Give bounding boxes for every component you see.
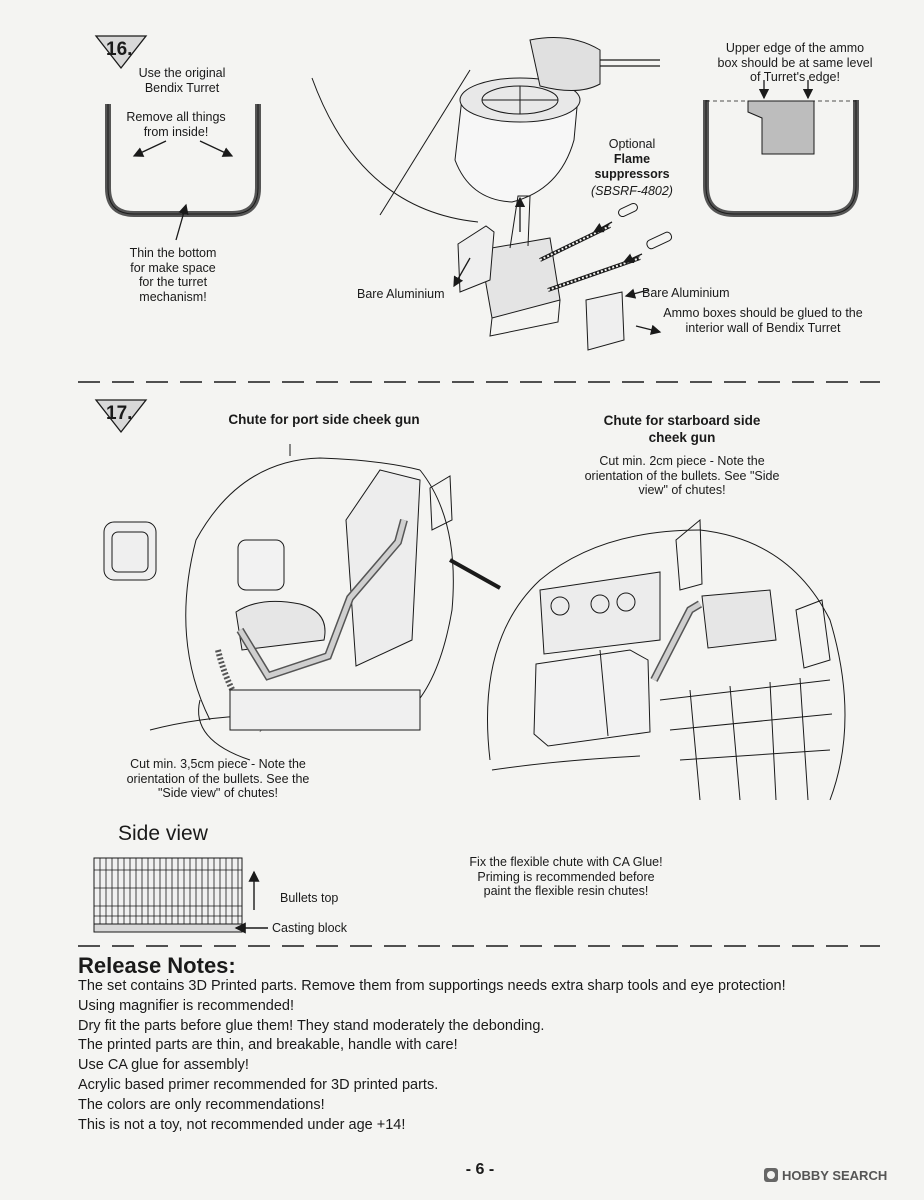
release-note-line: Acrylic based primer recommended for 3D … [78,1076,439,1093]
port-chute-note: Cut min. 3,5cm piece - Note the orientat… [126,757,310,800]
watermark: HOBBY SEARCH [782,1168,888,1183]
bare-aluminium-right-label: Bare Aluminium [642,286,730,300]
release-notes-title: Release Notes: [78,953,236,978]
part-code-label: (SBSRF-4802) [591,184,673,198]
turret-edge-diagram [703,80,859,217]
port-chute-title: Chute for port side cheek gun [228,412,420,427]
optional-label: Optional [608,137,656,151]
page-number: - 6 - [465,1161,495,1178]
use-original-note: Use the original Bendix Turret [138,66,226,95]
release-note-line: Using magnifier is recommended! [78,997,294,1014]
starboard-chute-title: Chute for starboard side cheek gun [603,413,761,445]
release-note-line: The printed parts are thin, and breakabl… [78,1037,458,1054]
flame-suppressors-label: Flame suppressors [594,152,670,181]
bullets-top-label: Bullets top [280,891,339,905]
hobbysearch-logo-icon [764,1168,778,1182]
starboard-chute-drawing [487,518,846,801]
turret-bucket-diagram [105,104,261,241]
ammo-boxes-note: Ammo boxes should be glued to the interi… [663,306,863,335]
step17-badge [94,399,148,434]
bare-aluminium-left-label: Bare Aluminium [357,287,445,301]
step17-number: 17. [106,403,133,424]
remove-all-note: Remove all things from inside! [126,110,226,139]
release-note-line: Use CA glue for assembly! [78,1057,249,1074]
release-note-line: This is not a toy, not recommended under… [78,1116,406,1133]
release-note-line: Dry fit the parts before glue them! They… [78,1017,545,1034]
casting-block-label: Casting block [272,921,348,935]
side-view-chute [93,857,268,934]
fix-chute-note: Fix the flexible chute with CA Glue! Pri… [469,855,663,898]
side-view-title: Side view [118,822,208,845]
release-notes-list: The set contains 3D Printed parts. Remov… [78,977,908,1135]
turret-assembly-drawing [311,37,673,351]
release-note-line: The set contains 3D Printed parts. Remov… [78,978,786,994]
release-note-line: The colors are only recommendations! [78,1096,325,1113]
step16-badge [94,35,148,70]
starboard-chute-note: Cut min. 2cm piece - Note the orientatio… [584,454,780,497]
port-chute-drawing [103,444,501,761]
step16-number: 16. [106,39,133,60]
upper-edge-note: Upper edge of the ammo box should be at … [717,41,873,84]
thin-bottom-note: Thin the bottom for make space for the t… [129,246,217,304]
